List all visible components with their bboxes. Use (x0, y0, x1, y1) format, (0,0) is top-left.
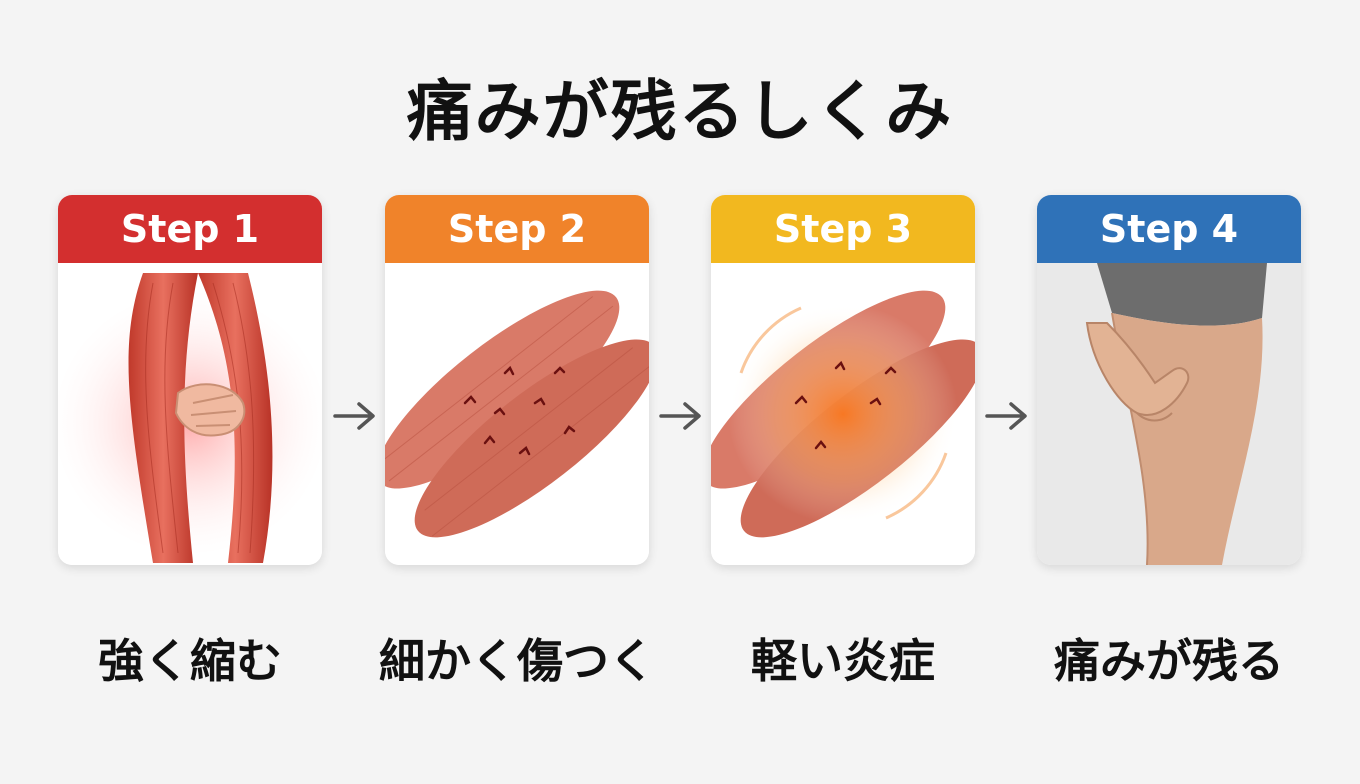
step-header-4: Step 4 (1037, 195, 1301, 263)
contracting-muscle-icon (58, 263, 322, 565)
step-caption-1: 強く縮む (98, 634, 282, 688)
page-title: 痛みが残るしくみ (406, 73, 954, 150)
step-header-3: Step 3 (711, 195, 975, 263)
step-header-1: Step 1 (58, 195, 322, 263)
step-card-2: Step 2 (385, 195, 649, 565)
right-arrow-icon (985, 402, 1027, 430)
micro-tear-muscle-icon (385, 263, 649, 565)
step-caption-4: 痛みが残る (1054, 634, 1284, 688)
step-caption-3: 軽い炎症 (751, 634, 935, 688)
sore-leg-icon (1037, 263, 1301, 565)
step-caption-2: 細かく傷つく (379, 634, 655, 688)
step-header-2: Step 2 (385, 195, 649, 263)
inflamed-muscle-icon (711, 263, 975, 565)
step-card-4: Step 4 (1037, 195, 1301, 565)
right-arrow-icon (333, 402, 375, 430)
step-card-3: Step 3 (711, 195, 975, 565)
right-arrow-icon (659, 402, 701, 430)
step-card-1: Step 1 (58, 195, 322, 565)
